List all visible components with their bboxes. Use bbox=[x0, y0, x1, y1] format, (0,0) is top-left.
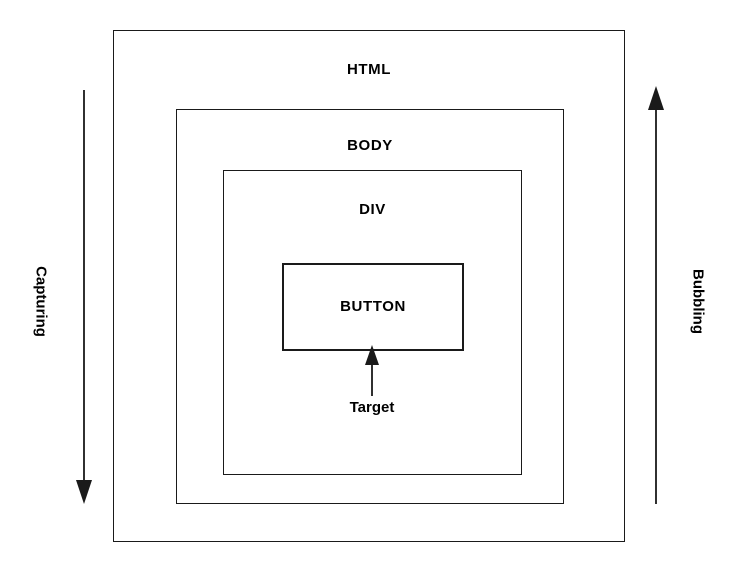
dom-box-button-label: BUTTON bbox=[340, 298, 406, 315]
dom-box-button: BUTTON bbox=[282, 263, 464, 351]
dom-box-html-label: HTML bbox=[346, 61, 392, 78]
bubbling-arrow-svg bbox=[648, 86, 664, 504]
capturing-label: Capturing bbox=[32, 266, 50, 337]
dom-box-div-label: DIV bbox=[359, 201, 386, 218]
target-arrow bbox=[352, 344, 392, 398]
capturing-arrow bbox=[70, 86, 100, 508]
dom-box-body-label: BODY bbox=[347, 137, 393, 154]
dom-box-html: HTML BODY DIV BUTTON bbox=[113, 30, 625, 542]
bubbling-arrow bbox=[642, 82, 672, 508]
bubbling-label: Bubbling bbox=[689, 269, 707, 334]
dom-box-body: BODY DIV BUTTON bbox=[176, 109, 564, 504]
capturing-arrow-svg bbox=[76, 90, 92, 504]
target-label: Target bbox=[349, 399, 395, 416]
dom-box-div: DIV BUTTON bbox=[223, 170, 522, 475]
target-arrow-svg bbox=[365, 345, 379, 396]
